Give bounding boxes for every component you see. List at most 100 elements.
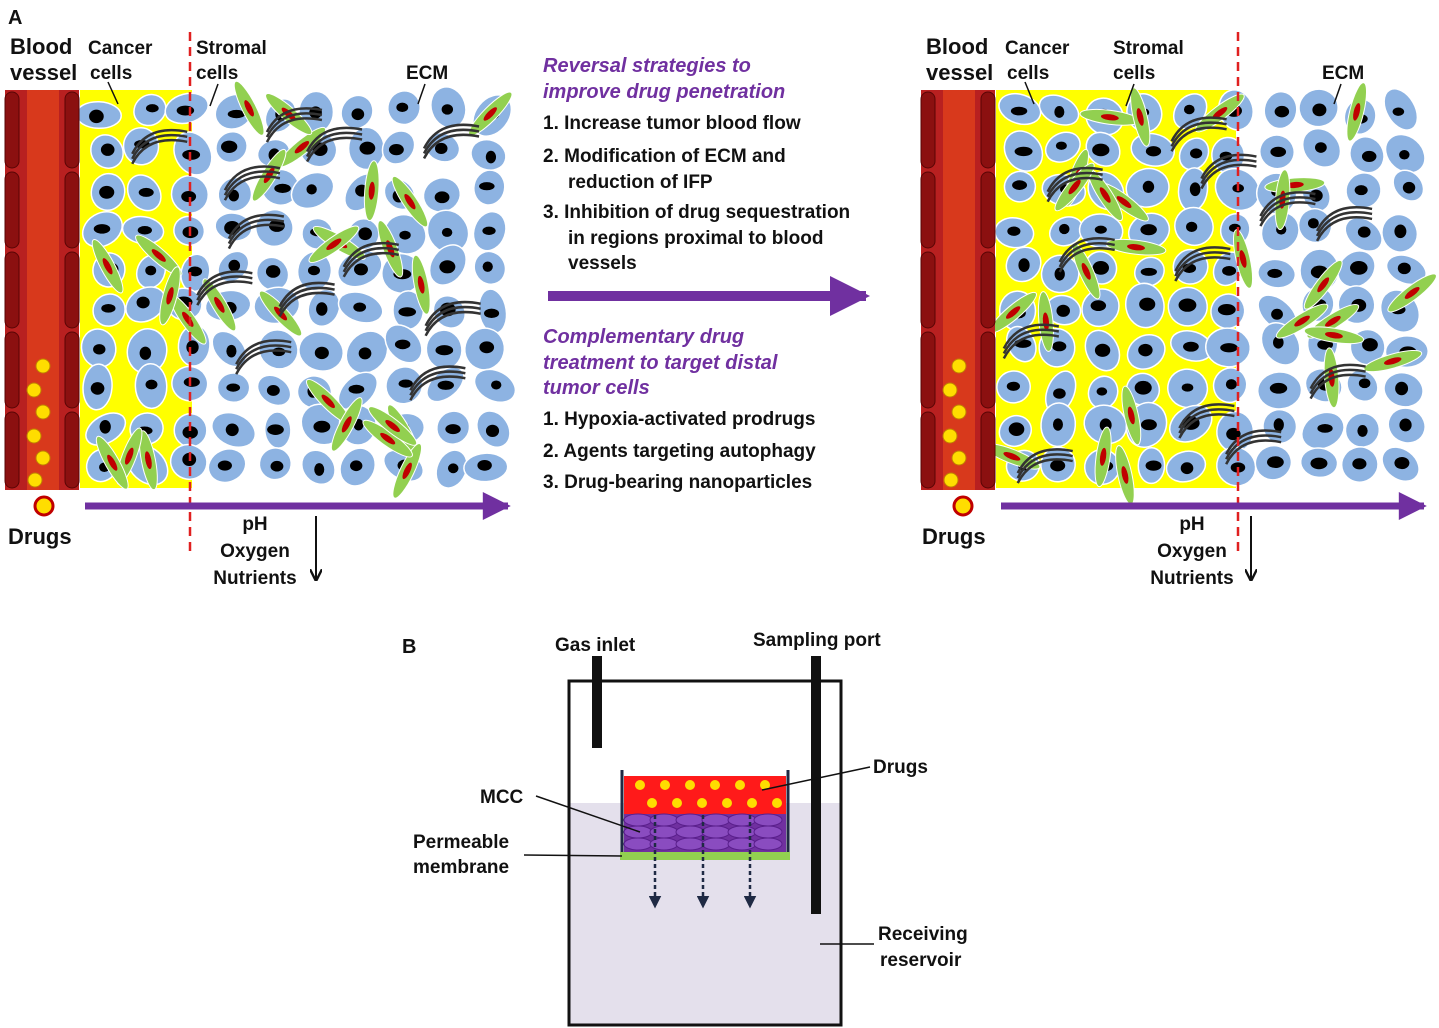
cell-nucleus bbox=[187, 266, 203, 277]
ecm-fiber bbox=[1174, 251, 1231, 277]
drug-dot bbox=[722, 798, 732, 808]
cell-nucleus bbox=[1273, 336, 1284, 349]
ecm-pointer bbox=[417, 83, 426, 105]
cell-nucleus bbox=[1267, 268, 1283, 278]
stromal-nucleus bbox=[1099, 187, 1111, 203]
drug-particle-icon bbox=[952, 495, 974, 517]
ecm-fiber bbox=[265, 112, 323, 138]
ecm-fiber bbox=[1016, 458, 1073, 484]
cell-nucleus bbox=[312, 142, 328, 157]
endothelial-cell bbox=[64, 171, 80, 249]
ecm-fiber bbox=[223, 170, 281, 196]
cell-nucleus bbox=[145, 104, 159, 113]
drug-particle-icon bbox=[33, 495, 55, 517]
cell-nucleus bbox=[441, 104, 454, 115]
ecm-fiber bbox=[227, 223, 285, 250]
cell-nucleus bbox=[434, 191, 450, 204]
cell-nucleus bbox=[1269, 382, 1288, 394]
drug-dot bbox=[697, 798, 707, 808]
cell-nucleus bbox=[1190, 148, 1203, 159]
cell-nucleus bbox=[484, 308, 500, 319]
ecm-fiber bbox=[196, 280, 253, 306]
cell-nucleus bbox=[1052, 341, 1067, 352]
cell-nucleus bbox=[1140, 224, 1157, 236]
stromal-nucleus bbox=[124, 447, 134, 465]
complementary-heading-line2: treatment to target distal bbox=[543, 352, 778, 374]
cell-nucleus bbox=[1052, 418, 1063, 431]
stromal-nucleus bbox=[1099, 447, 1107, 466]
endothelial-cell bbox=[64, 91, 80, 169]
cell-nucleus bbox=[314, 463, 325, 476]
cell-nucleus bbox=[176, 105, 195, 116]
blood-vessel-label-line2: vessel bbox=[926, 60, 993, 85]
stromal-nucleus bbox=[321, 394, 335, 409]
cell-nucleus bbox=[1317, 339, 1334, 350]
ecm-pointer bbox=[1333, 83, 1342, 105]
ecm-fiber bbox=[422, 133, 480, 160]
cell-nucleus bbox=[1006, 381, 1021, 391]
ecm-fiber bbox=[1315, 206, 1373, 232]
stromal-nucleus bbox=[341, 416, 352, 433]
cell-nucleus bbox=[485, 424, 500, 437]
cell-nucleus bbox=[1394, 224, 1407, 239]
cell-nucleus bbox=[183, 377, 200, 387]
ecm-fiber bbox=[342, 246, 399, 273]
cancer-cells-label: Cancer bbox=[1005, 38, 1070, 59]
endothelial-cell bbox=[920, 91, 936, 169]
cell-nucleus bbox=[89, 109, 104, 124]
stromal-nucleus bbox=[244, 100, 254, 117]
ecm-fiber bbox=[1058, 242, 1115, 268]
stromal-nucleus bbox=[1239, 250, 1247, 268]
drug-dot bbox=[635, 780, 645, 790]
cell-nucleus bbox=[398, 307, 417, 317]
stromal-nucleus bbox=[1325, 315, 1341, 327]
cell-nucleus bbox=[1178, 298, 1197, 312]
ecm-fiber bbox=[1225, 439, 1282, 465]
stromal-nucleus bbox=[1127, 244, 1145, 251]
cell-nucleus bbox=[226, 344, 237, 358]
cell-nucleus bbox=[1018, 258, 1030, 272]
cell-nucleus bbox=[396, 102, 409, 113]
cell-nucleus bbox=[1362, 338, 1378, 352]
stromal-nucleus bbox=[1404, 286, 1420, 299]
receiving-reservoir-label-line2: reservoir bbox=[880, 950, 962, 971]
cell-nucleus bbox=[1394, 456, 1410, 470]
reversal-item-3-line2: in regions proximal to blood bbox=[568, 228, 823, 249]
endothelial-cell bbox=[64, 251, 80, 329]
cancer-cells-label: Cancer bbox=[88, 38, 153, 59]
cell-nucleus bbox=[359, 141, 376, 155]
cell-nucleus bbox=[1314, 142, 1327, 153]
ecm-fiber bbox=[196, 275, 253, 301]
stromal-nucleus bbox=[1317, 277, 1330, 293]
stromal-nucleus bbox=[107, 454, 118, 471]
ecm-fiber bbox=[1225, 434, 1282, 460]
ecm-fiber bbox=[1002, 333, 1060, 360]
gas-inlet-tube bbox=[592, 656, 602, 748]
cell-nucleus bbox=[348, 384, 365, 394]
cell-nucleus bbox=[439, 260, 456, 274]
reversal-item-2: 2. Modification of ECM and bbox=[543, 146, 786, 167]
stromal-cells-pointer bbox=[209, 83, 219, 107]
ecm-fiber bbox=[305, 136, 363, 163]
endothelial-cell bbox=[4, 171, 20, 249]
cell-nucleus bbox=[1361, 150, 1377, 162]
mcc-pointer bbox=[535, 795, 641, 833]
mcc-cell bbox=[727, 837, 757, 851]
cell-nucleus bbox=[1397, 262, 1411, 275]
mcc-cell bbox=[675, 813, 705, 827]
endothelial-cell bbox=[980, 411, 996, 489]
ecm-fiber bbox=[1170, 116, 1227, 142]
ecm-fiber bbox=[1046, 166, 1103, 193]
cell-nucleus bbox=[358, 227, 372, 241]
blood-vessel-label: Blood bbox=[10, 34, 72, 59]
stromal-nucleus bbox=[102, 258, 113, 275]
cell-nucleus bbox=[1145, 146, 1162, 157]
drug-dot bbox=[647, 798, 657, 808]
cell-nucleus bbox=[1145, 460, 1162, 471]
drug-particle bbox=[951, 358, 967, 374]
cell-nucleus bbox=[1092, 143, 1110, 157]
cell-nucleus bbox=[221, 140, 238, 153]
ecm-fiber bbox=[1315, 211, 1373, 237]
ecm-fiber bbox=[1178, 403, 1235, 429]
stromal-nucleus bbox=[380, 432, 396, 445]
